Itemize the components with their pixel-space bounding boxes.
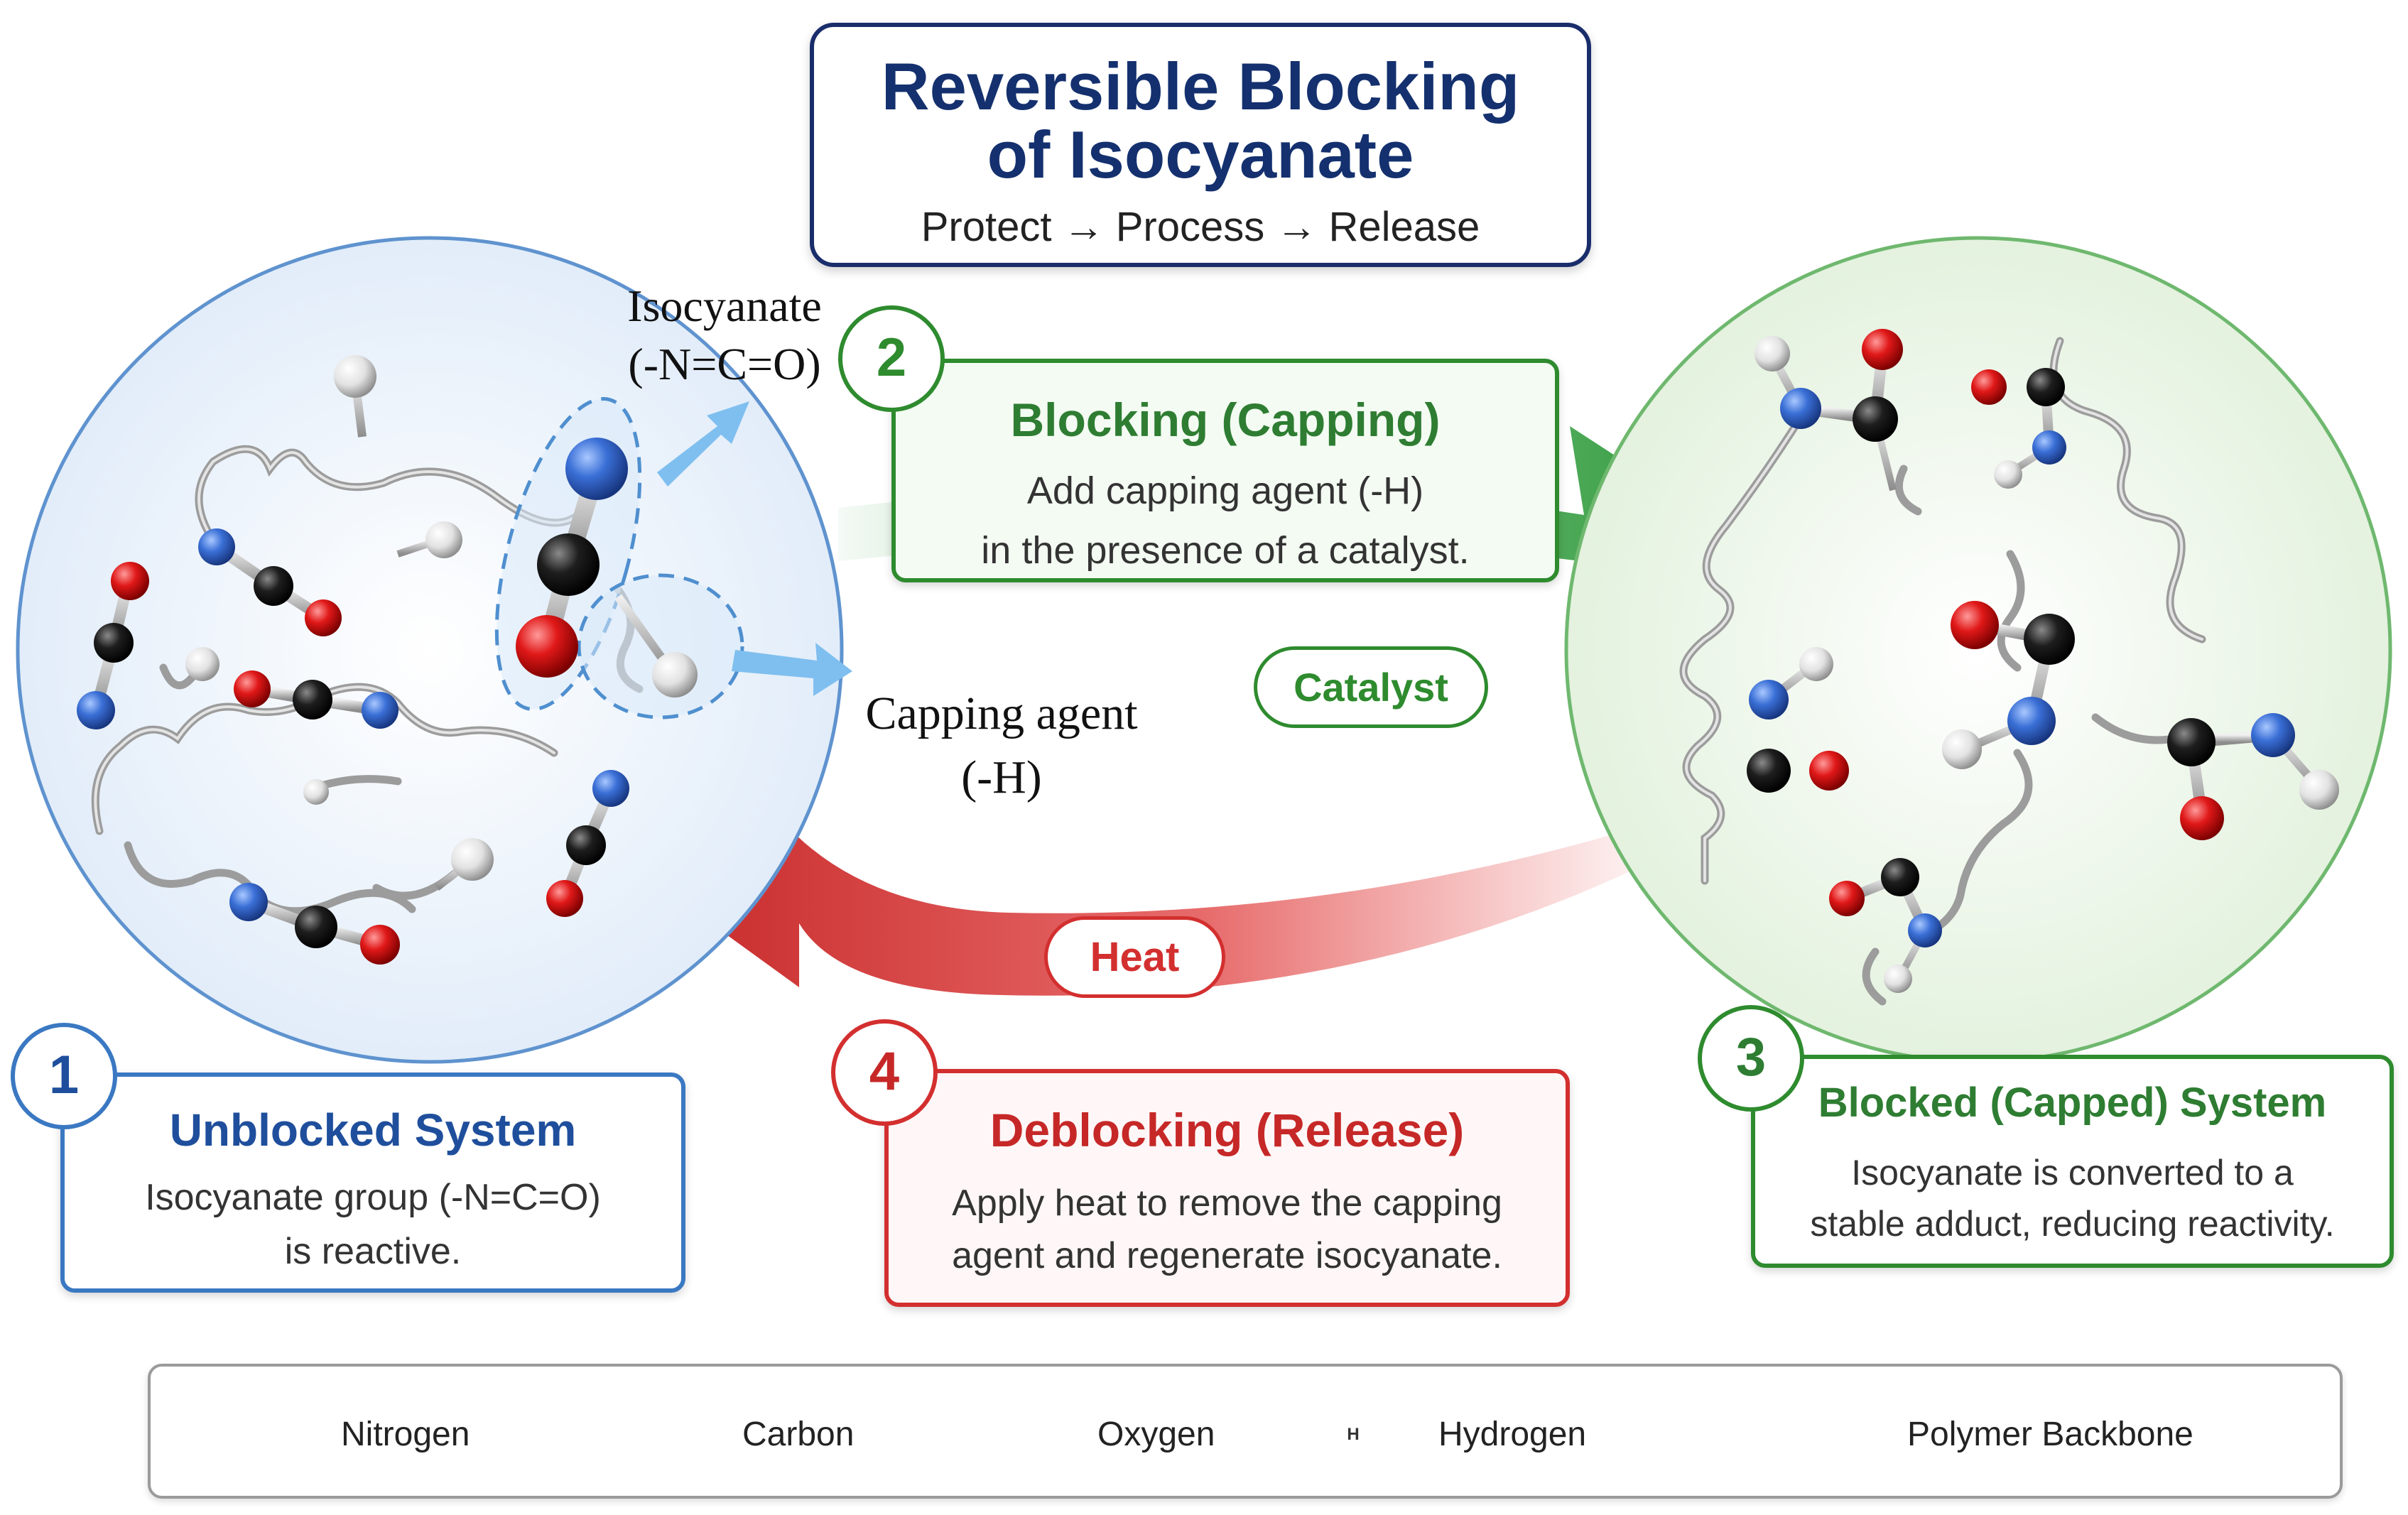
step-1-title: Unblocked System xyxy=(169,1104,577,1156)
legend-nitrogen-label: Nitrogen xyxy=(341,1416,470,1453)
catalyst-badge: Catalyst xyxy=(1254,646,1488,728)
step-3-description-line-2: stable adduct, reducing reactivity. xyxy=(1810,1204,2335,1244)
step-2-description-line-1: Add capping agent (-H) xyxy=(1026,469,1424,512)
legend-nitrogen-symbol: N xyxy=(249,1425,262,1444)
step-4-card: Deblocking (Release) Apply heat to remov… xyxy=(884,1069,1570,1307)
polymer-backbone-left-highlight xyxy=(94,447,584,832)
deblocking-arrow xyxy=(657,785,1655,996)
title-line-2: of Isocyanate xyxy=(987,117,1414,192)
catalyst-label: Catalyst xyxy=(1294,665,1448,710)
legend-hydrogen-symbol: H xyxy=(1347,1425,1360,1444)
step-4-description: Apply heat to remove the capping agent a… xyxy=(889,1177,1566,1282)
step-3-number: 3 xyxy=(1698,1005,1804,1112)
capping-agent-highlight xyxy=(577,573,744,720)
step-1-card: Unblocked System Isocyanate group (-N=C=… xyxy=(60,1073,685,1293)
step-4-number: 4 xyxy=(831,1019,938,1126)
title-box: Reversible Blocking of Isocyanate Protec… xyxy=(810,23,1591,267)
isocyanate-label-line-2: (-N=C=O) xyxy=(628,339,821,389)
step-4-title: Deblocking (Release) xyxy=(989,1104,1465,1156)
legend-hydrogen-label: Hydrogen xyxy=(1438,1416,1587,1453)
step-1-description-line-2: is reactive. xyxy=(284,1231,462,1272)
subtitle: Protect → Process → Release xyxy=(921,204,1480,250)
step-2-card: Blocking (Capping) Add capping agent (-H… xyxy=(891,359,1559,582)
molecules-blocked xyxy=(1747,329,2339,993)
step-2-description: Add capping agent (-H) in the presence o… xyxy=(896,461,1555,580)
molecules-unblocked xyxy=(77,355,698,965)
step-2-description-line-2: in the presence of a catalyst. xyxy=(981,529,1470,572)
heat-badge: Heat xyxy=(1044,916,1225,998)
step-1-number: 1 xyxy=(11,1023,117,1129)
step-1-description: Isocyanate group (-N=C=O) is reactive. xyxy=(65,1171,681,1278)
legend xyxy=(148,1364,2343,1499)
step-2-title: Blocking (Capping) xyxy=(1010,393,1441,446)
step-3-description: Isocyanate is converted to a stable addu… xyxy=(1755,1147,2390,1249)
step-4-description-line-1: Apply heat to remove the capping xyxy=(952,1183,1502,1224)
step-1-description-line-1: Isocyanate group (-N=C=O) xyxy=(145,1177,601,1218)
step-3-description-line-1: Isocyanate is converted to a xyxy=(1851,1153,2294,1193)
isocyanate-molecule-featured xyxy=(516,438,628,678)
legend-backbone-label: Polymer Backbone xyxy=(1907,1416,2193,1453)
isocyanate-label: Isocyanate (-N=C=O) xyxy=(590,277,859,393)
capping-agent-label: Capping agent (-H) xyxy=(831,682,1172,810)
heat-label: Heat xyxy=(1090,934,1180,980)
legend-carbon-label: Carbon xyxy=(742,1416,855,1453)
pointer-arrow-isocyanate xyxy=(657,401,749,487)
legend-oxygen-label: Oxygen xyxy=(1097,1416,1215,1453)
legend-oxygen-symbol: O xyxy=(1005,1425,1019,1444)
capping-agent-label-line-1: Capping agent xyxy=(865,688,1138,739)
step-3-title: Blocked (Capped) System xyxy=(1818,1080,2327,1126)
step-3-card: Blocked (Capped) System Isocyanate is co… xyxy=(1751,1055,2394,1268)
pointer-arrow-capping xyxy=(732,643,852,696)
legend-carbon-symbol: C xyxy=(651,1425,663,1444)
title: Reversible Blocking of Isocyanate xyxy=(814,53,1587,189)
title-line-1: Reversible Blocking xyxy=(881,49,1520,124)
step-2-number: 2 xyxy=(838,305,945,412)
isocyanate-label-line-1: Isocyanate xyxy=(627,281,822,331)
polymer-backbone-right-highlight xyxy=(1682,340,2203,882)
step-4-description-line-2: agent and regenerate isocyanate. xyxy=(952,1235,1502,1276)
capping-agent-label-line-2: (-H) xyxy=(961,751,1042,803)
